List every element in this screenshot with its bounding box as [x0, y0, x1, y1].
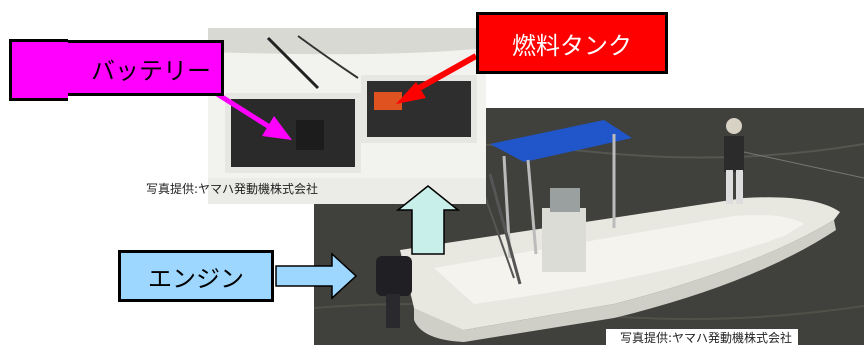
battery-label: バッテリー	[9, 39, 224, 101]
photo-credit-top: 写真提供:ヤマハ発動機株式会社	[146, 182, 319, 196]
battery-label-text: バッテリー	[91, 56, 211, 85]
boat-photo	[314, 108, 864, 345]
engine-label-text: エンジン	[148, 264, 244, 293]
engine-label: エンジン	[118, 250, 274, 302]
compartment-photo	[208, 28, 486, 204]
photo-credit-bottom: 写真提供:ヤマハ発動機株式会社	[606, 329, 799, 348]
fuel-tank-label-text: 燃料タンク	[512, 31, 632, 60]
fuel-tank-label: 燃料タンク	[476, 12, 668, 74]
